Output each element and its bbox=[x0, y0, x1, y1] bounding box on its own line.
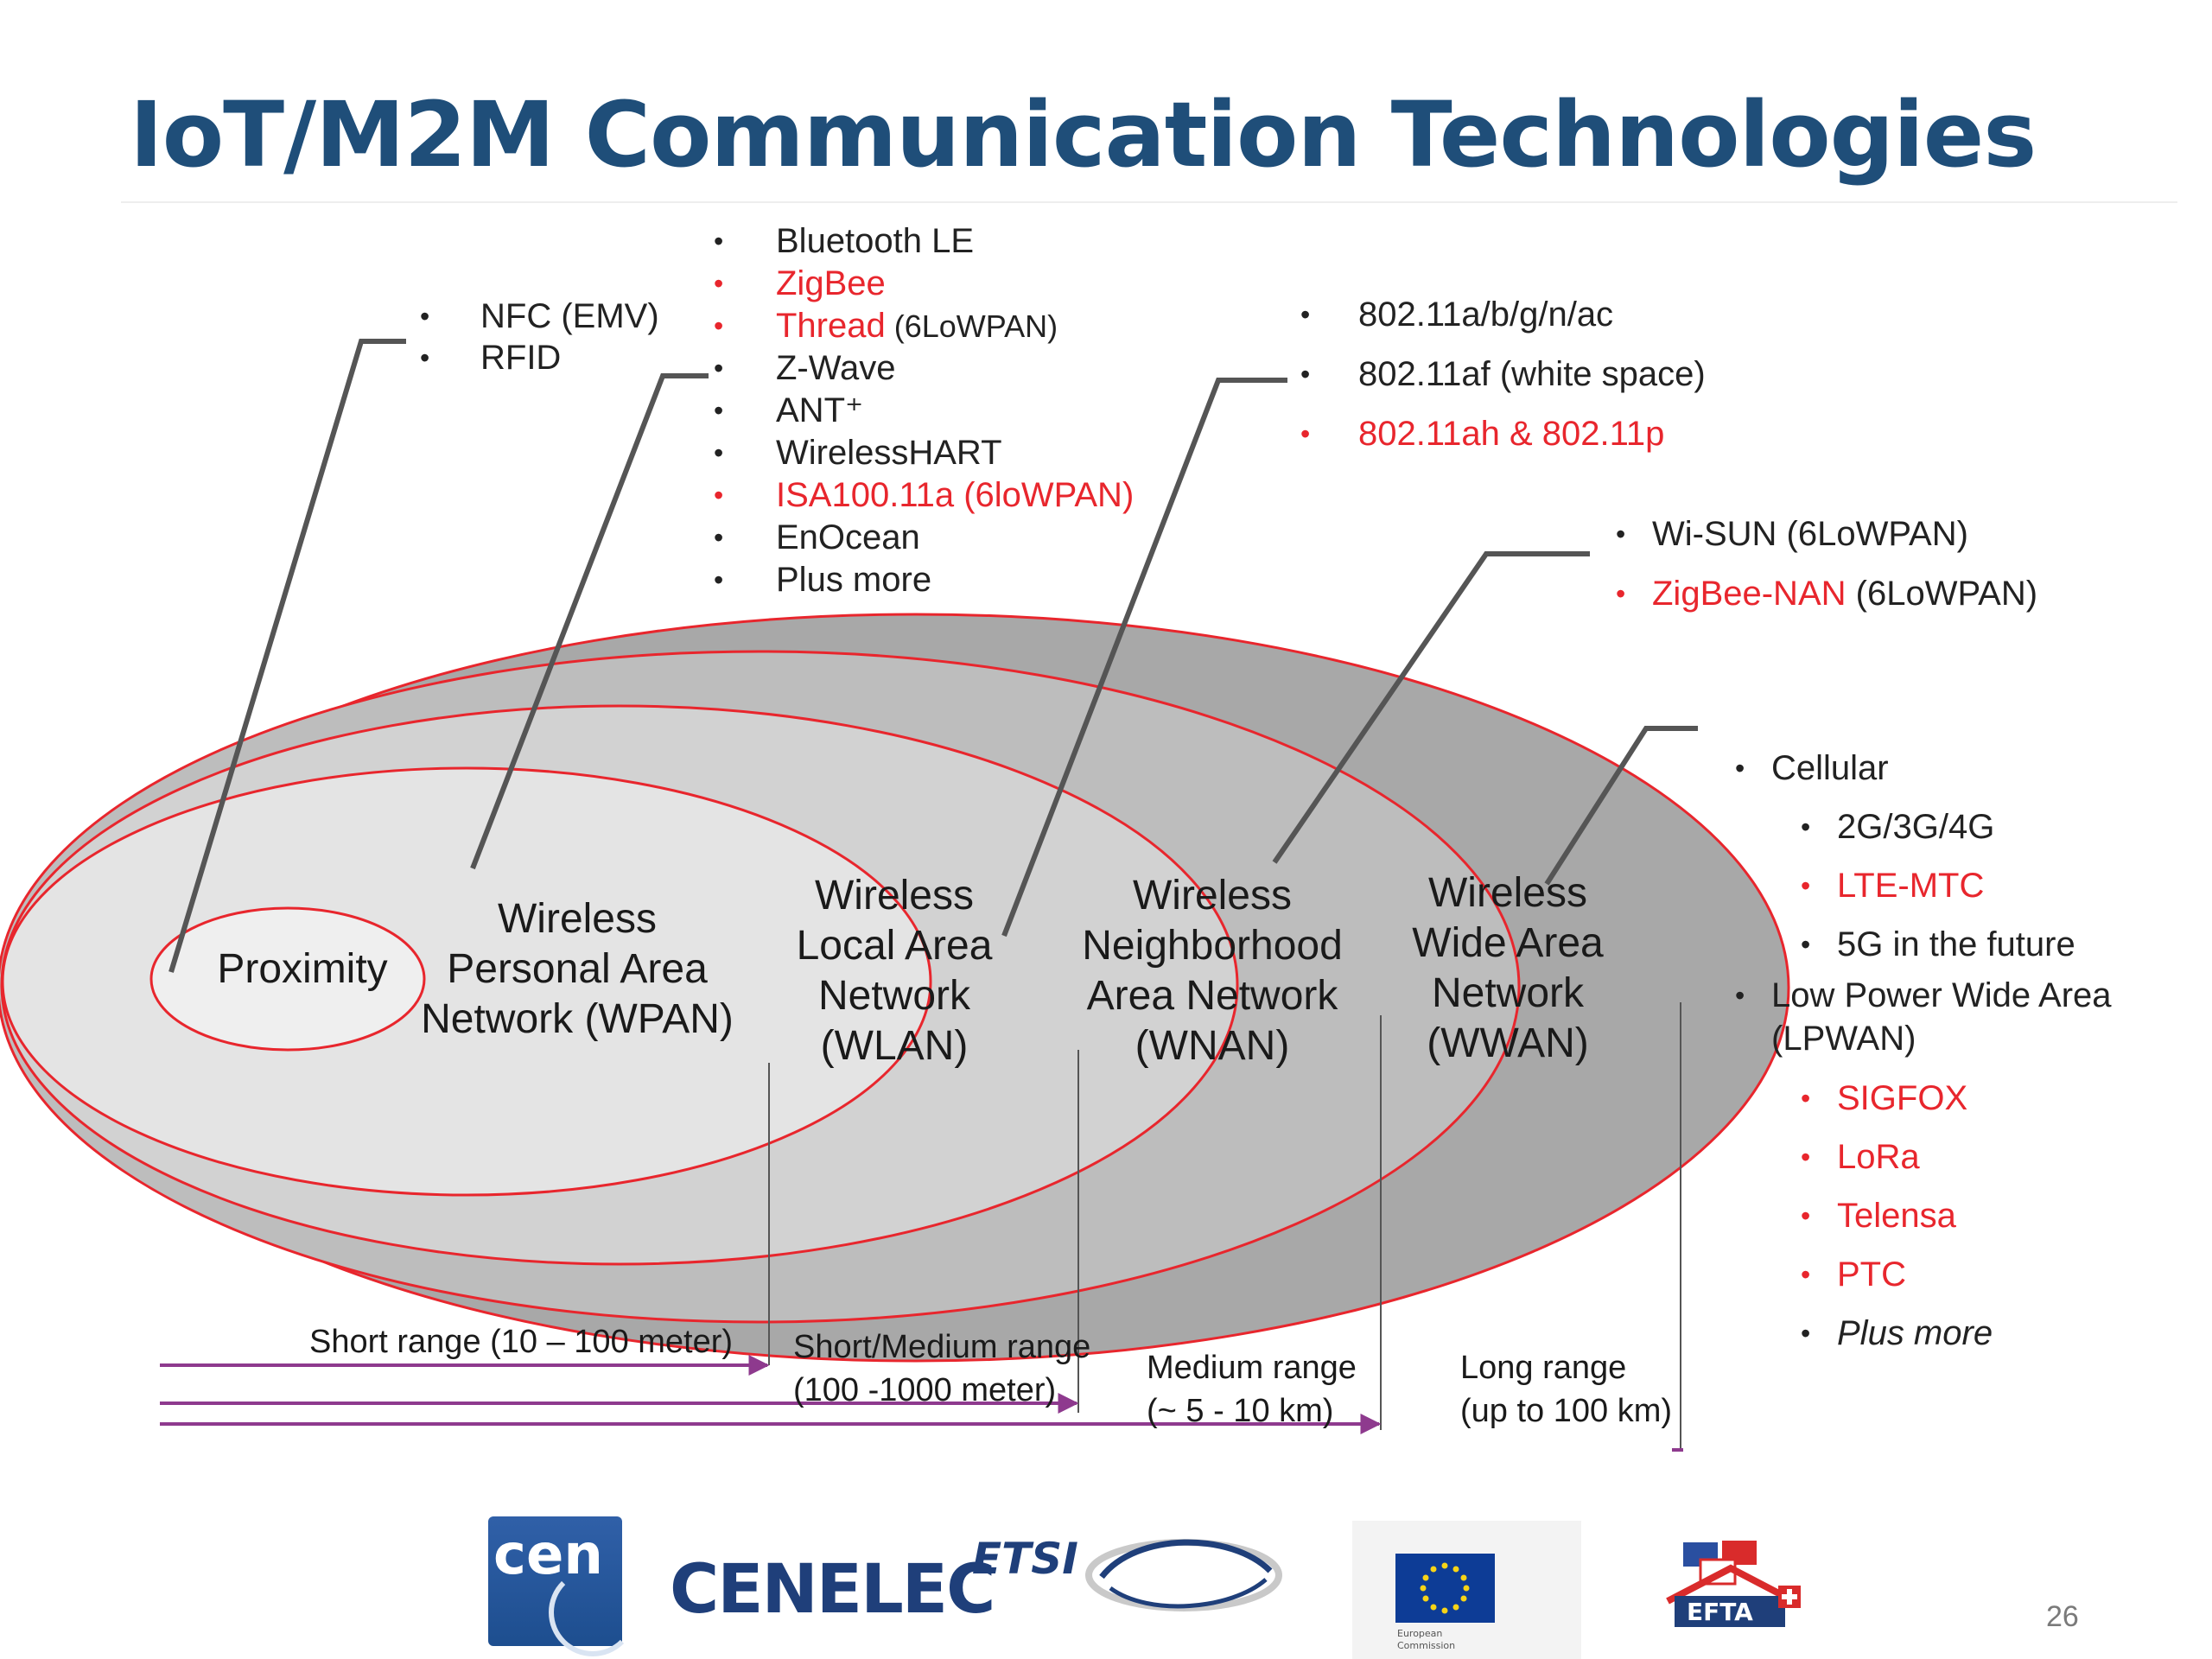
wlan-technology-list: 802.11a/b/g/n/ac 802.11af (white space) … bbox=[1300, 285, 1706, 464]
list-item: Telensa bbox=[1801, 1186, 2112, 1245]
list-item: ANT⁺ bbox=[714, 390, 1134, 432]
list-item: NFC (EMV) bbox=[420, 296, 659, 337]
wwan-label: Wireless Wide Area Network (WWAN) bbox=[1412, 870, 1604, 1066]
list-item: LTE-MTC bbox=[1801, 856, 2112, 915]
wlan-leader-line bbox=[1001, 378, 1287, 938]
proximity-region bbox=[149, 906, 426, 1052]
short-medium-range-label: Short/Medium range (100 -1000 meter) bbox=[793, 1329, 1091, 1408]
list-item: PTC bbox=[1801, 1245, 2112, 1304]
list-item: 802.11a/b/g/n/ac bbox=[1300, 285, 1706, 345]
wpan-region bbox=[1, 766, 932, 1197]
list-item: ZigBee-NAN (6LoWPAN) bbox=[1616, 564, 2038, 624]
list-item: Plus more bbox=[1801, 1304, 2112, 1363]
cen-logo: cen bbox=[488, 1516, 637, 1656]
list-item: Thread (6LoWPAN) bbox=[714, 305, 1134, 347]
etsi-logo-text: ETSI bbox=[972, 1534, 1078, 1584]
wwan-leader-line bbox=[1544, 726, 1698, 886]
thread-suffix: (6LoWPAN) bbox=[885, 308, 1058, 344]
proximity-label: Proximity bbox=[217, 946, 388, 992]
efta-logo-text: EFTA bbox=[1687, 1598, 1753, 1626]
medium-range-label: Medium range (~ 5 - 10 km) bbox=[1147, 1350, 1357, 1429]
short-range-label: Short range (10 – 100 meter) bbox=[309, 1324, 734, 1360]
list-item: EnOcean bbox=[714, 517, 1134, 559]
cenelec-logo: CENELEC bbox=[670, 1551, 995, 1629]
title-divider bbox=[121, 201, 2177, 203]
etsi-logo: ETSI bbox=[972, 1523, 1296, 1618]
slide-title: IoT/M2M Communication Technologies bbox=[130, 82, 2037, 188]
list-item: Cellular bbox=[1735, 739, 2112, 798]
list-item: WirelessHART bbox=[714, 432, 1134, 474]
list-item: Wi-SUN (6LoWPAN) bbox=[1616, 505, 2037, 564]
wwan-technology-list: Cellular 2G/3G/4G LTE-MTC 5G in the futu… bbox=[1735, 739, 2112, 1363]
proximity-leader-line bbox=[168, 339, 406, 973]
footer-logos: cen CENELEC ETSI European Commission bbox=[0, 1508, 2212, 1659]
list-item: ISA100.11a (6loWPAN) bbox=[714, 474, 1134, 517]
proximity-technology-list: NFC (EMV) RFID bbox=[420, 296, 659, 378]
list-item: 802.11af (white space) bbox=[1300, 345, 1706, 404]
list-item: 2G/3G/4G bbox=[1801, 798, 2112, 856]
wpan-leader-line bbox=[470, 373, 709, 870]
list-item: Bluetooth LE bbox=[714, 220, 1134, 263]
list-item: ZigBee bbox=[714, 263, 1134, 305]
list-item: RFID bbox=[420, 337, 659, 378]
thread-label: Thread bbox=[776, 307, 886, 345]
wpan-label: Wireless Personal Area Network (WPAN) bbox=[421, 896, 734, 1042]
list-item: LoRa bbox=[1801, 1128, 2112, 1186]
european-commission-logo: European Commission bbox=[1352, 1521, 1581, 1659]
list-item: Plus more bbox=[714, 559, 1134, 601]
list-item: 802.11ah & 802.11p bbox=[1300, 404, 1706, 464]
eu-flag-icon bbox=[1395, 1554, 1495, 1623]
ec-caption: European Commission bbox=[1397, 1628, 1456, 1651]
long-range-label: Long range (up to 100 km) bbox=[1460, 1350, 1672, 1429]
zigbee-nan-suffix: (6LoWPAN) bbox=[1846, 575, 2038, 613]
zigbee-nan-label: ZigBee-NAN bbox=[1652, 575, 1847, 613]
plus-more-label: Plus more bbox=[1837, 1314, 1993, 1352]
efta-logo: EFTA bbox=[1657, 1534, 1804, 1637]
list-item: Low Power Wide Area (LPWAN) bbox=[1735, 974, 2111, 1069]
list-item: 5G in the future bbox=[1801, 915, 2112, 974]
wnan-leader-line bbox=[1272, 551, 1590, 864]
wnan-label: Wireless Neighborhood Area Network (WNAN… bbox=[1082, 873, 1343, 1069]
wpan-technology-list: Bluetooth LE ZigBee Thread (6LoWPAN) Z-W… bbox=[714, 220, 1134, 601]
page-number: 26 bbox=[2046, 1600, 2079, 1633]
wnan-technology-list: Wi-SUN (6LoWPAN) ZigBee-NAN (6LoWPAN) bbox=[1616, 505, 2038, 624]
list-item: Z-Wave bbox=[714, 347, 1134, 390]
wlan-label: Wireless Local Area Network (WLAN) bbox=[796, 873, 993, 1069]
list-item: SIGFOX bbox=[1801, 1069, 2112, 1128]
